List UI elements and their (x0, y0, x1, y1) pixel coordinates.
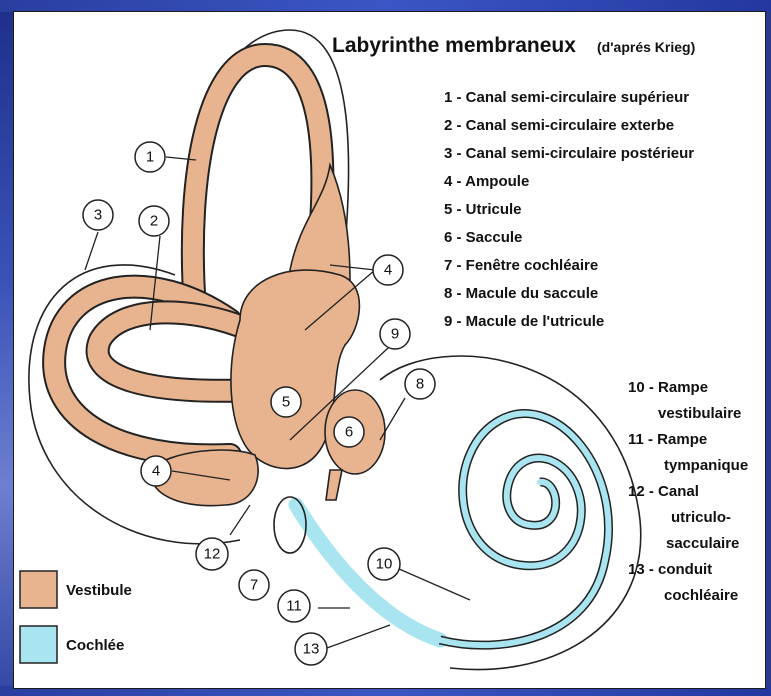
parts-list-item: 13 - conduit (628, 561, 712, 578)
callout-3: 3 (83, 200, 113, 230)
callout-10: 10 (368, 548, 400, 580)
parts-list: 1 - Canal semi-circulaire supérieur 2 - … (444, 89, 694, 330)
callout-number: 2 (150, 213, 158, 230)
callout-4-upper: 4 (373, 255, 403, 285)
legend-label-cochlea: Cochlée (66, 637, 124, 654)
callout-13: 13 (295, 633, 327, 665)
callout-7: 7 (239, 570, 269, 600)
callout-4-lower: 4 (141, 456, 171, 486)
legend-swatch-cochlea (20, 626, 57, 663)
callout-9: 9 (380, 319, 410, 349)
callout-8: 8 (405, 369, 435, 399)
parts-list-item: sacculaire (666, 535, 739, 552)
parts-list-item: 12 - Canal (628, 483, 699, 500)
parts-list-item: 5 - Utricule (444, 201, 522, 218)
parts-list-right: 10 - Rampe vestibulaire 11 - Rampe tympa… (628, 379, 748, 604)
diagram-title: Labyrinthe membraneux (332, 34, 576, 57)
callout-number: 8 (416, 376, 424, 393)
parts-list-item: 6 - Saccule (444, 229, 522, 246)
callout-11: 11 (278, 590, 310, 622)
cochlea-duct (296, 505, 440, 640)
parts-list-item: 2 - Canal semi-circulaire exterbe (444, 117, 674, 134)
parts-list-item: 11 - Rampe (628, 431, 707, 448)
parts-list-item: 10 - Rampe (628, 379, 708, 396)
callout-1: 1 (135, 142, 165, 172)
parts-list-item: vestibulaire (658, 405, 741, 422)
callout-number: 13 (303, 641, 320, 658)
parts-list-item: 4 - Ampoule (444, 173, 529, 190)
callout-number: 4 (152, 463, 160, 480)
callout-number: 12 (204, 546, 221, 563)
callout-5: 5 (271, 387, 301, 417)
parts-list-item: utriculo- (671, 509, 731, 526)
callout-6: 6 (334, 417, 364, 447)
callout-number: 11 (286, 598, 302, 615)
callout-number: 5 (282, 394, 290, 411)
callout-number: 9 (391, 326, 399, 343)
diagram-title-credit: (d'aprés Krieg) (597, 39, 695, 55)
parts-list-item: 3 - Canal semi-circulaire postérieur (444, 145, 694, 162)
color-legend: Vestibule Cochlée (20, 571, 132, 663)
parts-list-item: 7 - Fenêtre cochléaire (444, 257, 598, 274)
parts-list-item: 1 - Canal semi-circulaire supérieur (444, 89, 689, 106)
callout-number: 1 (146, 149, 154, 166)
ductus-reuniens (326, 470, 342, 500)
legend-swatch-vestibule (20, 571, 57, 608)
callout-number: 4 (384, 262, 392, 279)
callout-12: 12 (196, 538, 228, 570)
parts-list-item: tympanique (664, 457, 748, 474)
callout-2: 2 (139, 206, 169, 236)
legend-label-vestibule: Vestibule (66, 582, 132, 599)
parts-list-item: cochléaire (664, 587, 738, 604)
parts-list-item: 8 - Macule du saccule (444, 285, 598, 302)
parts-list-item: 9 - Macule de l'utricule (444, 313, 604, 330)
callout-number: 3 (94, 207, 102, 224)
callout-number: 7 (250, 577, 258, 594)
callout-number: 6 (345, 424, 353, 441)
callout-number: 10 (376, 556, 393, 573)
